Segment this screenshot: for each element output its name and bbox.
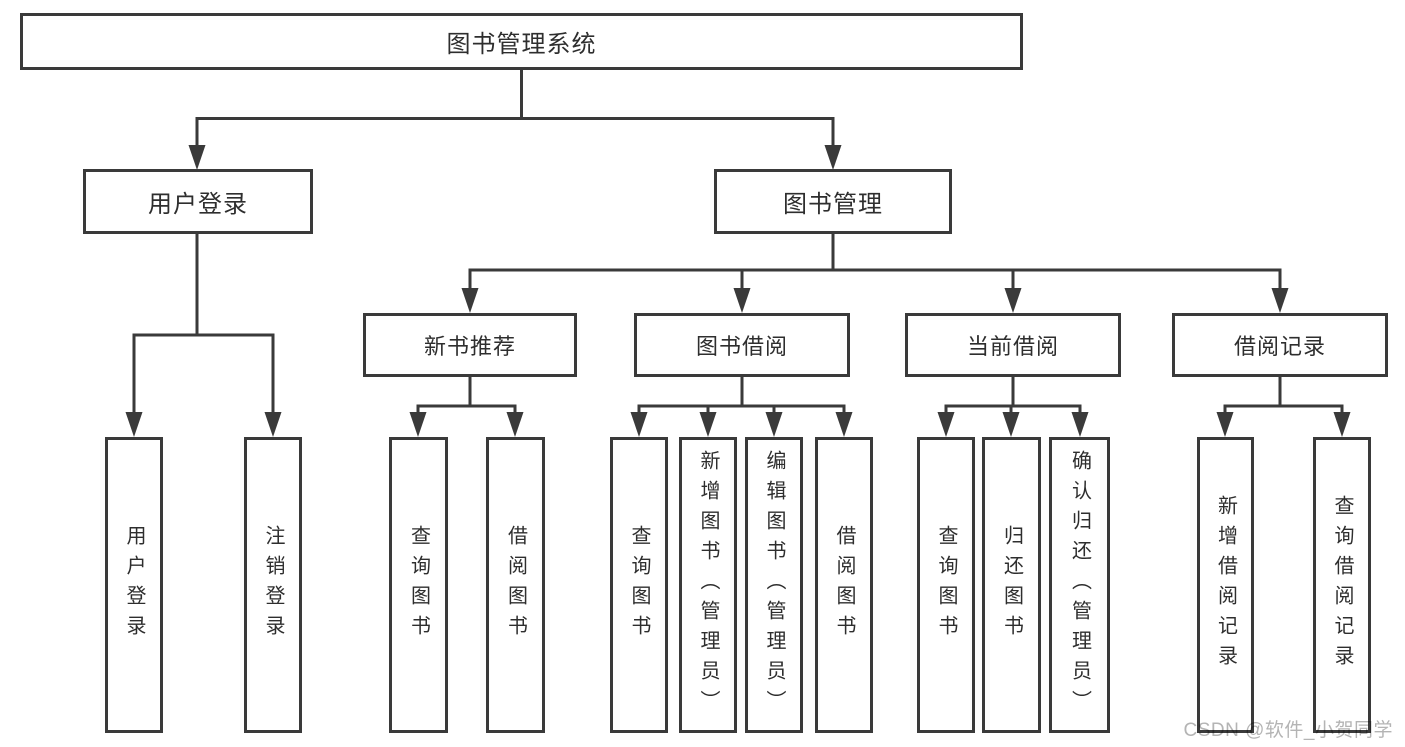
node-library-management-system-label: 图书管理系统 bbox=[446, 31, 597, 58]
leaf-newbook-borrow-books-label: 借阅图书 bbox=[504, 525, 527, 645]
leaf-user-login-label: 用户登录 bbox=[123, 525, 145, 645]
leaf-current-return-books: 归还图书 bbox=[982, 437, 1041, 733]
leaf-borrowing-add-books-admin: 新增图书（管理员） bbox=[679, 437, 737, 733]
leaf-current-query-books-label: 查询图书 bbox=[935, 525, 957, 645]
node-current-borrowing: 当前借阅 bbox=[905, 313, 1121, 377]
leaf-current-confirm-return-admin: 确认归还（管理员） bbox=[1049, 437, 1110, 733]
leaf-user-login: 用户登录 bbox=[105, 437, 163, 733]
leaf-records-add-borrow-record-label: 新增借阅记录 bbox=[1214, 495, 1237, 675]
leaf-newbook-query-books: 查询图书 bbox=[389, 437, 448, 733]
leaf-newbook-borrow-books: 借阅图书 bbox=[486, 437, 545, 733]
leaf-records-query-borrow-record-label: 查询借阅记录 bbox=[1331, 495, 1353, 675]
leaf-newbook-query-books-label: 查询图书 bbox=[407, 525, 430, 645]
leaf-borrowing-query-books-label: 查询图书 bbox=[628, 525, 650, 645]
leaf-records-query-borrow-record: 查询借阅记录 bbox=[1313, 437, 1371, 733]
node-book-borrowing: 图书借阅 bbox=[634, 313, 850, 377]
leaf-borrowing-edit-books-admin: 编辑图书（管理员） bbox=[745, 437, 803, 733]
node-book-borrowing-label: 图书借阅 bbox=[695, 334, 788, 359]
node-current-borrowing-label: 当前借阅 bbox=[966, 334, 1059, 359]
node-user-login-branch: 用户登录 bbox=[83, 169, 313, 234]
leaf-borrowing-borrow-books-label: 借阅图书 bbox=[833, 525, 855, 645]
leaf-borrowing-add-books-admin-label: 新增图书（管理员） bbox=[697, 450, 719, 720]
leaf-borrowing-query-books: 查询图书 bbox=[610, 437, 668, 733]
node-library-management-system: 图书管理系统 bbox=[20, 13, 1023, 70]
node-book-management-branch: 图书管理 bbox=[714, 169, 952, 234]
leaf-current-confirm-return-admin-label: 确认归还（管理员） bbox=[1068, 450, 1091, 720]
leaf-records-add-borrow-record: 新增借阅记录 bbox=[1197, 437, 1254, 733]
node-book-management-branch-label: 图书管理 bbox=[783, 191, 883, 218]
leaf-logout: 注销登录 bbox=[244, 437, 302, 733]
node-user-login-branch-label: 用户登录 bbox=[148, 191, 248, 218]
csdn-watermark: CSDN @软件_小贺同学 bbox=[1183, 720, 1393, 741]
node-borrowing-records-label: 借阅记录 bbox=[1233, 334, 1326, 359]
leaf-current-return-books-label: 归还图书 bbox=[1000, 525, 1023, 645]
leaf-borrowing-borrow-books: 借阅图书 bbox=[815, 437, 873, 733]
node-new-book-recommendation: 新书推荐 bbox=[363, 313, 577, 377]
leaf-current-query-books: 查询图书 bbox=[917, 437, 975, 733]
node-borrowing-records: 借阅记录 bbox=[1172, 313, 1388, 377]
leaf-borrowing-edit-books-admin-label: 编辑图书（管理员） bbox=[763, 450, 785, 720]
leaf-logout-label: 注销登录 bbox=[262, 525, 284, 645]
node-new-book-recommendation-label: 新书推荐 bbox=[423, 334, 516, 359]
